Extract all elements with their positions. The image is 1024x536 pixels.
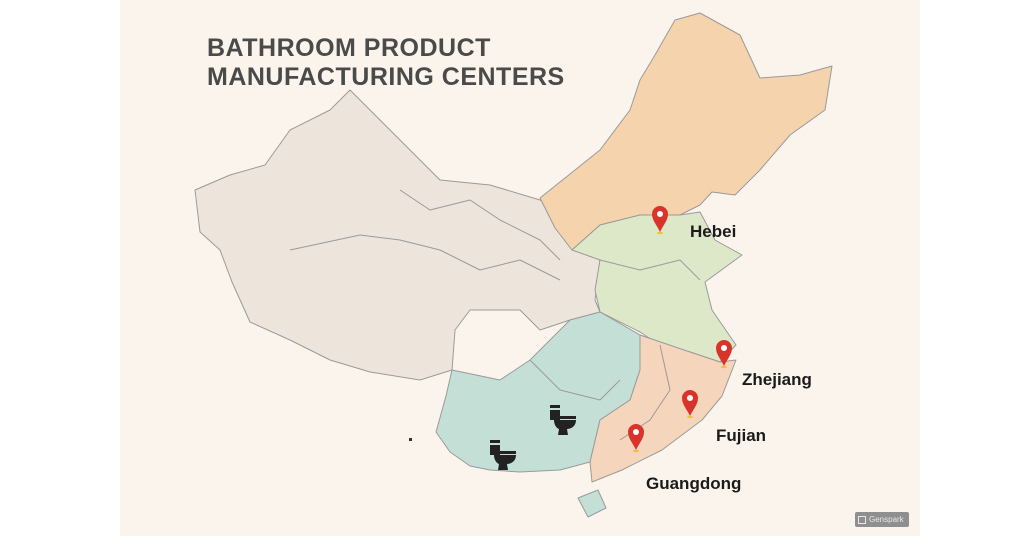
- label-hebei: Hebei: [690, 222, 737, 241]
- watermark-badge: Genspark: [855, 512, 909, 527]
- genspark-logo-icon: [858, 515, 866, 524]
- watermark-text: Genspark: [869, 515, 904, 524]
- region-hainan: [577, 489, 607, 518]
- map-pin-icon[interactable]: [628, 424, 644, 453]
- province-border: [529, 359, 621, 401]
- map-pin-icon[interactable]: [682, 390, 698, 419]
- title-line-1: BATHROOM PRODUCT: [207, 34, 491, 62]
- map-pin-icon[interactable]: [716, 340, 732, 369]
- region-west: [194, 89, 601, 381]
- toilet-icon: [550, 405, 576, 435]
- map-pin-icon[interactable]: [652, 206, 668, 235]
- label-fujian: Fujian: [716, 426, 767, 445]
- label-guangdong: Guangdong: [646, 474, 742, 493]
- toilet-icon: [490, 440, 516, 470]
- province-border: [399, 189, 561, 261]
- label-zhejiang: Zhejiang: [742, 370, 812, 389]
- title-line-2: MANUFACTURING CENTERS: [207, 63, 565, 91]
- island-dot: [409, 438, 412, 441]
- province-border: [599, 259, 701, 281]
- province-border: [289, 234, 561, 281]
- map-title: BATHROOM PRODUCT MANUFACTURING CENTERS: [207, 34, 565, 92]
